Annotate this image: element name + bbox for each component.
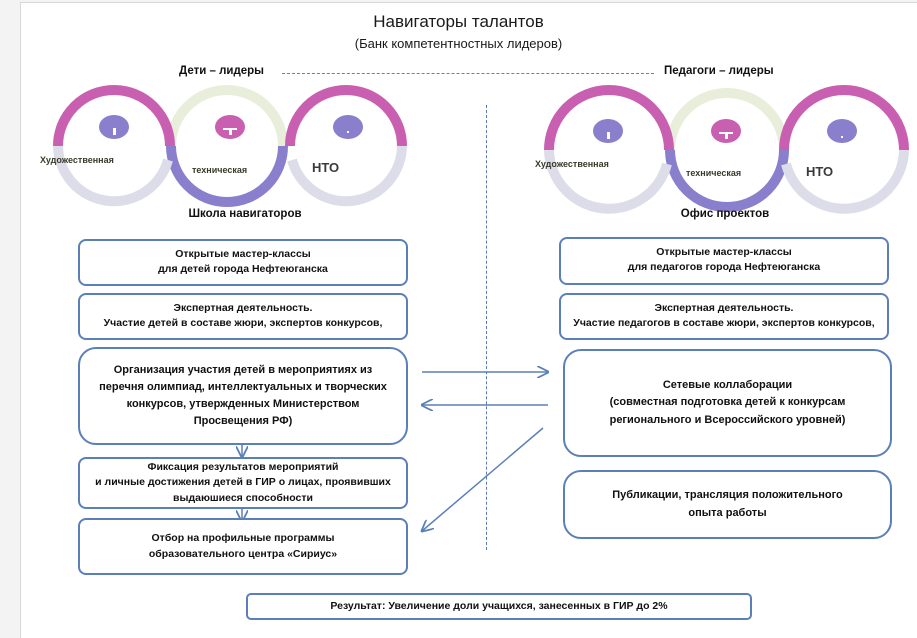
left-box-olympiad-participation: Организация участия детей в мероприятиях… (78, 347, 408, 445)
column-divider-vertical (486, 105, 487, 550)
left-circle-nto-top-arc (285, 85, 407, 147)
right-circle-nto-top-arc (779, 85, 909, 151)
left-box-sirius-selection: Отбор на профильные программы образовате… (78, 518, 408, 575)
right-box-network-collaborations: Сетевые коллаборации (совместная подгото… (563, 349, 892, 457)
left-box-expert-activity: Экспертная деятельность. Участие детей в… (78, 293, 408, 340)
right-box-publications: Публикации, трансляция положительного оп… (563, 470, 892, 539)
left-circle-art-top-arc (53, 85, 175, 147)
right-section-title: Офис проектов (680, 208, 770, 220)
right-label-technical: техническая (686, 168, 742, 178)
left-label-art: Художественная (40, 155, 114, 165)
minus-icon (215, 115, 245, 139)
right-circle-technical-top-arc (665, 88, 789, 151)
left-label-nto: НТО (312, 160, 340, 175)
bookmark-icon (593, 119, 623, 143)
arrow-diagonal-to-sirius (422, 427, 544, 531)
left-circle-art-bottom-arc (53, 145, 173, 207)
right-box-master-classes: Открытые мастер-классы для педагогов гор… (559, 237, 889, 285)
dot-icon (827, 119, 857, 143)
dot-icon (333, 115, 363, 139)
left-label-technical: техническая (192, 165, 248, 175)
left-box-master-classes: Открытые мастер-классы для детей города … (78, 239, 408, 286)
right-circle-nto-bottom-arc (781, 149, 909, 214)
left-column-heading: Дети – лидеры (179, 65, 264, 77)
column-divider-horizontal (282, 73, 654, 74)
right-circle-technical-bottom-arc (665, 149, 789, 212)
right-label-nto: НТО (806, 164, 834, 179)
left-section-title: Школа навигаторов (188, 208, 302, 220)
right-circle-art-top-arc (544, 85, 674, 151)
right-circle-art-bottom-arc (544, 149, 672, 214)
left-circles (53, 85, 407, 207)
right-circles (544, 85, 909, 214)
right-box-expert-activity: Экспертная деятельность. Участие педагог… (559, 293, 889, 340)
page-title: Навигаторы талантов (373, 12, 544, 31)
page-subtitle: (Банк компетентностных лидеров) (354, 36, 563, 51)
bookmark-icon (99, 115, 129, 139)
right-label-art: Художественная (535, 159, 609, 169)
left-circle-technical-bottom-arc (166, 145, 288, 207)
left-circle-technical-top-arc (166, 85, 288, 147)
right-column-heading: Педагоги – лидеры (664, 65, 774, 77)
left-box-gir-results: Фиксация результатов мероприятий и личны… (78, 457, 408, 509)
result-box: Результат: Увеличение доли учащихся, зан… (246, 593, 752, 620)
left-circle-nto-bottom-arc (287, 145, 407, 207)
minus-icon (711, 119, 741, 143)
